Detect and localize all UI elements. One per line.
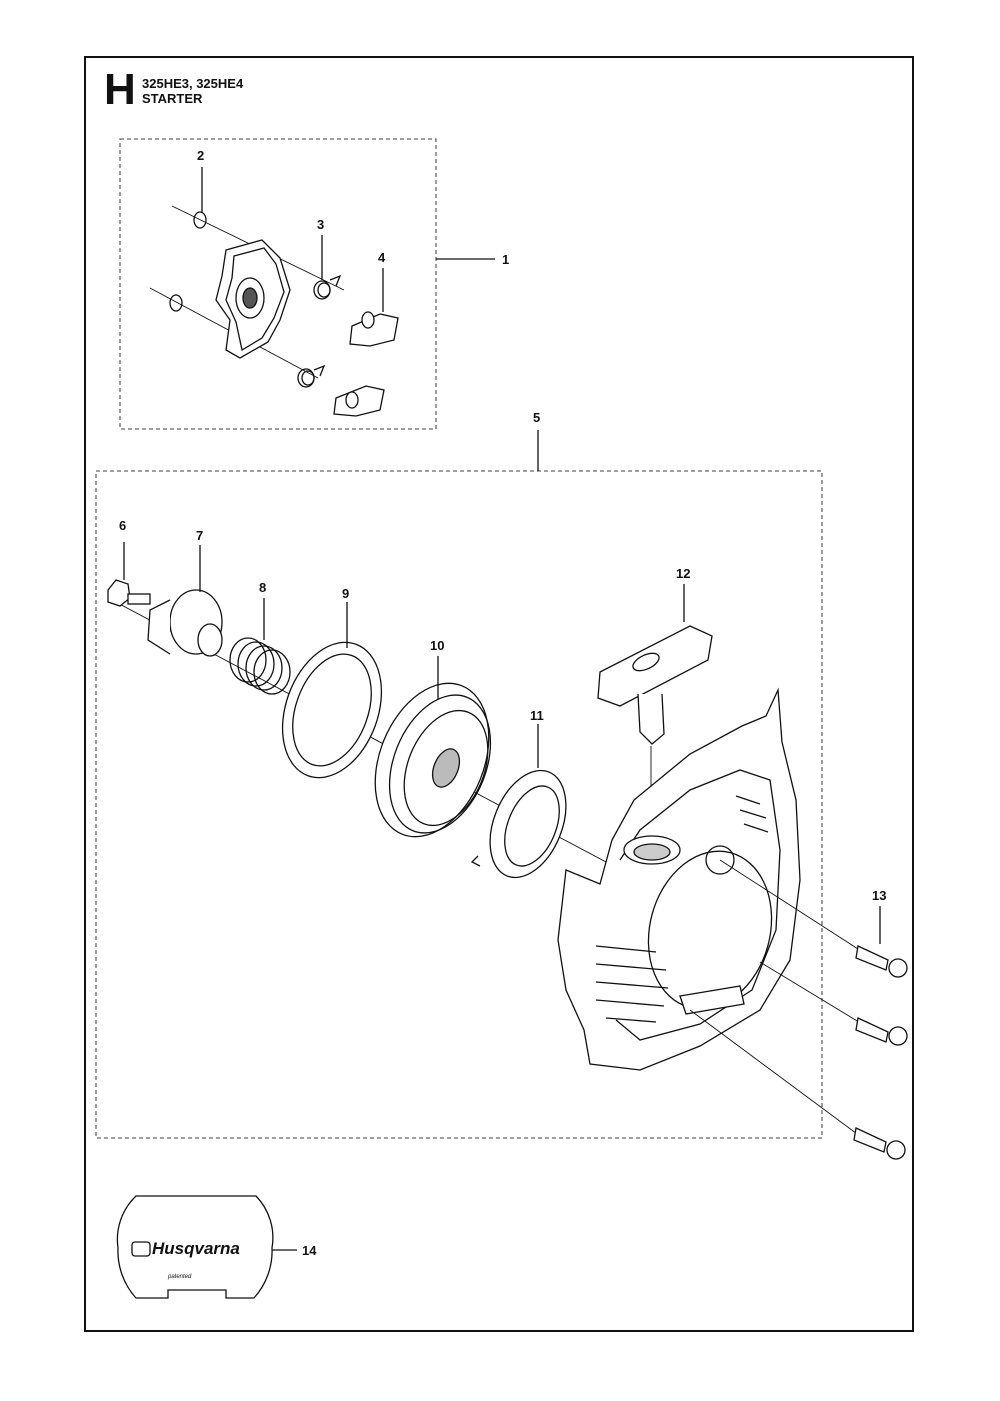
part-3-spring bbox=[297, 274, 342, 388]
callout-11: 11 bbox=[530, 708, 544, 723]
axis-line bbox=[719, 859, 873, 959]
part-6-screw bbox=[107, 579, 151, 607]
section-letter: H bbox=[104, 65, 136, 114]
part-4-pawl bbox=[333, 311, 399, 417]
callout-9: 9 bbox=[342, 586, 349, 601]
page-header: 325HE3, 325HE4 STARTER bbox=[142, 76, 243, 106]
decal-small-text: patented bbox=[167, 1274, 192, 1280]
part-7-bushing bbox=[147, 589, 223, 657]
part-12-handle bbox=[597, 625, 713, 745]
part-13-screw bbox=[853, 945, 908, 1160]
starter-housing bbox=[557, 687, 801, 1071]
part-9-ring bbox=[281, 641, 383, 779]
decal-brand: Husqvarna bbox=[152, 1239, 240, 1258]
group-box-1 bbox=[119, 138, 437, 430]
callout-13: 13 bbox=[872, 888, 886, 903]
pawl-hub bbox=[215, 239, 291, 359]
axis-line bbox=[689, 1009, 873, 1146]
page-frame bbox=[84, 56, 914, 1332]
group-box-5 bbox=[95, 470, 823, 1139]
model-numbers: 325HE3, 325HE4 bbox=[142, 76, 244, 91]
part-8-spring bbox=[229, 637, 291, 695]
axis-line bbox=[759, 961, 873, 1031]
part-11-rewind-spring bbox=[470, 769, 567, 879]
callout-4: 4 bbox=[378, 250, 386, 265]
callout-8: 8 bbox=[259, 580, 266, 595]
part-2-washer bbox=[169, 211, 207, 312]
callout-12: 12 bbox=[676, 566, 690, 581]
callout-2: 2 bbox=[197, 148, 204, 163]
callout-10: 10 bbox=[430, 638, 444, 653]
part-14-decal bbox=[116, 1195, 274, 1299]
callout-3: 3 bbox=[317, 217, 324, 232]
assembly-title: STARTER bbox=[142, 91, 203, 106]
callout-6: 6 bbox=[119, 518, 126, 533]
callout-1: 1 bbox=[502, 252, 509, 267]
callout-7: 7 bbox=[196, 528, 203, 543]
callout-5: 5 bbox=[533, 410, 540, 425]
callout-14: 14 bbox=[302, 1243, 317, 1258]
part-10-pulley bbox=[374, 682, 492, 838]
